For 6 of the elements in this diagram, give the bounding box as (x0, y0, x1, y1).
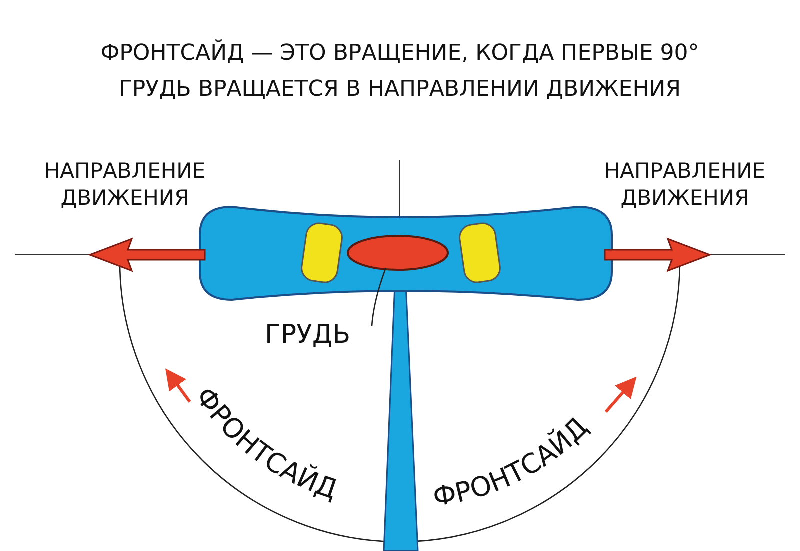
direction-label: НАПРАВЛЕНИЕ ДВИЖЕНИЯ (30, 158, 220, 212)
leader-line (371, 268, 387, 326)
title: ФРОНТСАЙД — ЭТО ВРАЩЕНИЕ, КОГДА ПЕРВЫЕ 90° ГРУДЬ ВРАЩАЕТСЯ В НАПРАВЛЕНИИ ДВИЖЕНИЯ (100, 38, 700, 104)
callout-label: ГРУДЬ (265, 322, 385, 349)
chest-ellipse (347, 235, 449, 271)
direction-label: НАПРАВЛЕНИЕ ДВИЖЕНИЯ (590, 158, 780, 212)
